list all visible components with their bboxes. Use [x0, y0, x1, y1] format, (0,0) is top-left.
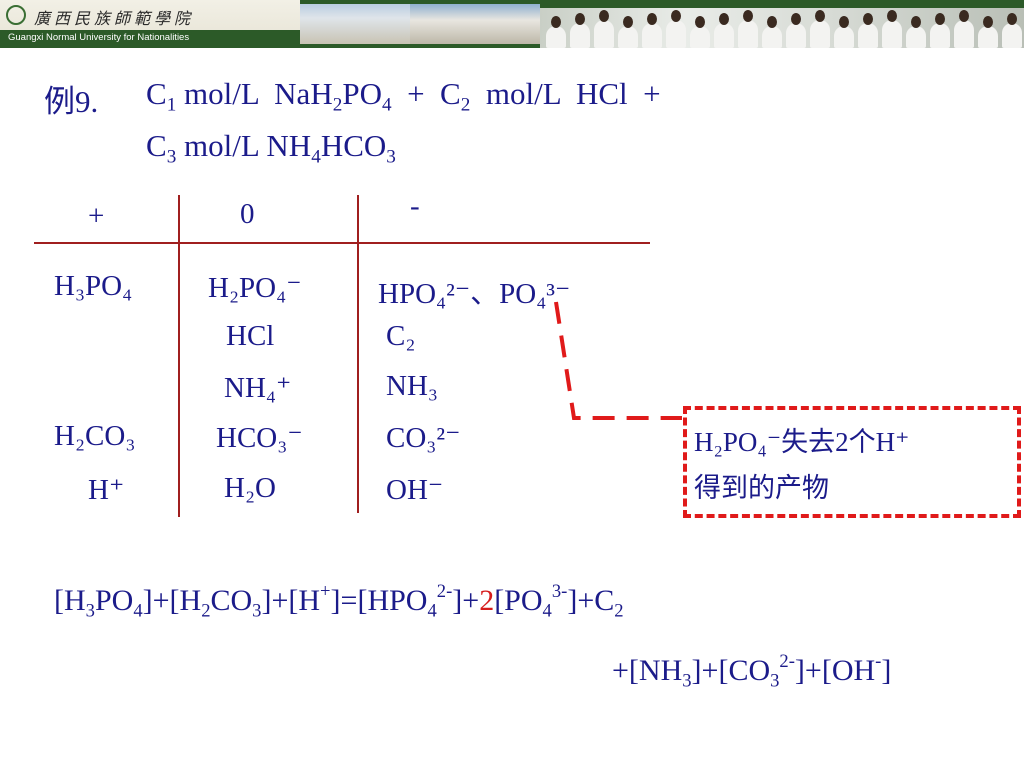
- callout-connector: [554, 301, 682, 420]
- table-column-divider-2: [357, 195, 359, 513]
- photo-person: [978, 26, 998, 48]
- photo-head: [983, 16, 993, 28]
- equation-coefficient: 2: [479, 584, 495, 617]
- balance-equation-line1: [H3PO4]+[H2CO3]+[H+]=[HPO42-]+2[PO43-]+C…: [54, 580, 624, 622]
- photo-person: [570, 23, 590, 48]
- balance-equation-line2: +[NH3]+[CO32-]+[OH-]: [612, 650, 892, 692]
- school-emblem-icon: [6, 5, 26, 25]
- photo-person: [690, 26, 710, 48]
- header-positive: +: [88, 200, 105, 232]
- cell-neg-2: C₂: [386, 320, 416, 352]
- callout-line1: H₂PO₄⁻失去2个H⁺: [694, 427, 910, 457]
- school-name-cn: 廣西民族師範學院: [34, 9, 195, 28]
- photo-head: [599, 10, 609, 22]
- photo-person: [618, 26, 638, 48]
- photo-head: [911, 16, 921, 28]
- photo-head: [671, 10, 681, 22]
- school-logo: 廣西民族師範學院 Guangxi Normal University for N…: [0, 0, 300, 48]
- photo-head: [863, 13, 873, 25]
- photo-person: [762, 26, 782, 48]
- cell-zero-1: H₂PO₄⁻: [208, 272, 302, 304]
- callout-line2: 得到的产物: [694, 473, 829, 503]
- cell-pos-4: H₂CO₃: [54, 420, 136, 452]
- photo-head: [959, 10, 969, 22]
- cell-zero-3: NH₄⁺: [224, 372, 292, 404]
- photo-head: [551, 16, 561, 28]
- cell-neg-1: HPO₄²⁻、PO₄³⁻: [378, 278, 571, 310]
- header-zero: 0: [240, 198, 255, 230]
- photo-person: [1002, 23, 1022, 48]
- group-photo: [540, 8, 1024, 48]
- header-negative: -: [410, 190, 420, 222]
- photo-head: [695, 16, 705, 28]
- photo-head: [791, 13, 801, 25]
- photo-person: [906, 26, 926, 48]
- photo-person: [810, 20, 830, 48]
- cell-zero-4: HCO₃⁻: [216, 422, 303, 454]
- photo-person: [642, 23, 662, 48]
- photo-head: [623, 16, 633, 28]
- photo-person: [954, 20, 974, 48]
- cell-neg-4: CO₃²⁻: [386, 422, 461, 454]
- photo-head: [575, 13, 585, 25]
- photo-head: [839, 16, 849, 28]
- photo-person: [786, 23, 806, 48]
- table-column-divider-1: [178, 195, 180, 517]
- photo-head: [767, 16, 777, 28]
- photo-person: [930, 23, 950, 48]
- callout-box: [683, 406, 1021, 518]
- cell-pos-5: H⁺: [88, 474, 125, 506]
- photo-person: [546, 26, 566, 48]
- building-photo-2: [410, 4, 540, 44]
- example-number: 例9.: [44, 84, 99, 119]
- building-photo: [300, 4, 410, 44]
- equation-part-b: [PO43-]+C2: [494, 580, 624, 622]
- photo-head: [647, 13, 657, 25]
- photo-head: [719, 13, 729, 25]
- photo-person: [858, 23, 878, 48]
- photo-head: [815, 10, 825, 22]
- photo-head: [887, 10, 897, 22]
- cell-zero-2: HCl: [226, 320, 275, 352]
- cell-pos-1: H₃PO₄: [54, 270, 133, 302]
- table-header-divider: [34, 242, 650, 244]
- header-banner: 廣西民族師範學院 Guangxi Normal University for N…: [0, 0, 1024, 48]
- photo-person: [834, 26, 854, 48]
- cell-zero-5: H₂O: [224, 472, 276, 504]
- photo-person: [594, 20, 614, 48]
- photo-head: [743, 10, 753, 22]
- problem-title-line1: C1 mol/L NaH2PO4 + C2 mol/L HCl +: [146, 76, 661, 116]
- equation-part-a: [H3PO4]+[H2CO3]+[H+]=[HPO42-]+: [54, 580, 480, 622]
- photo-head: [1007, 13, 1017, 25]
- photo-person: [714, 23, 734, 48]
- cell-neg-5: OH⁻: [386, 474, 444, 506]
- problem-title-line2: C3 mol/L NH4HCO3: [146, 128, 396, 168]
- photo-person: [882, 20, 902, 48]
- school-name-en: Guangxi Normal University for Nationalit…: [8, 32, 190, 43]
- photo-person: [666, 20, 686, 48]
- photo-person: [738, 20, 758, 48]
- photo-head: [935, 13, 945, 25]
- cell-neg-3: NH₃: [386, 370, 438, 402]
